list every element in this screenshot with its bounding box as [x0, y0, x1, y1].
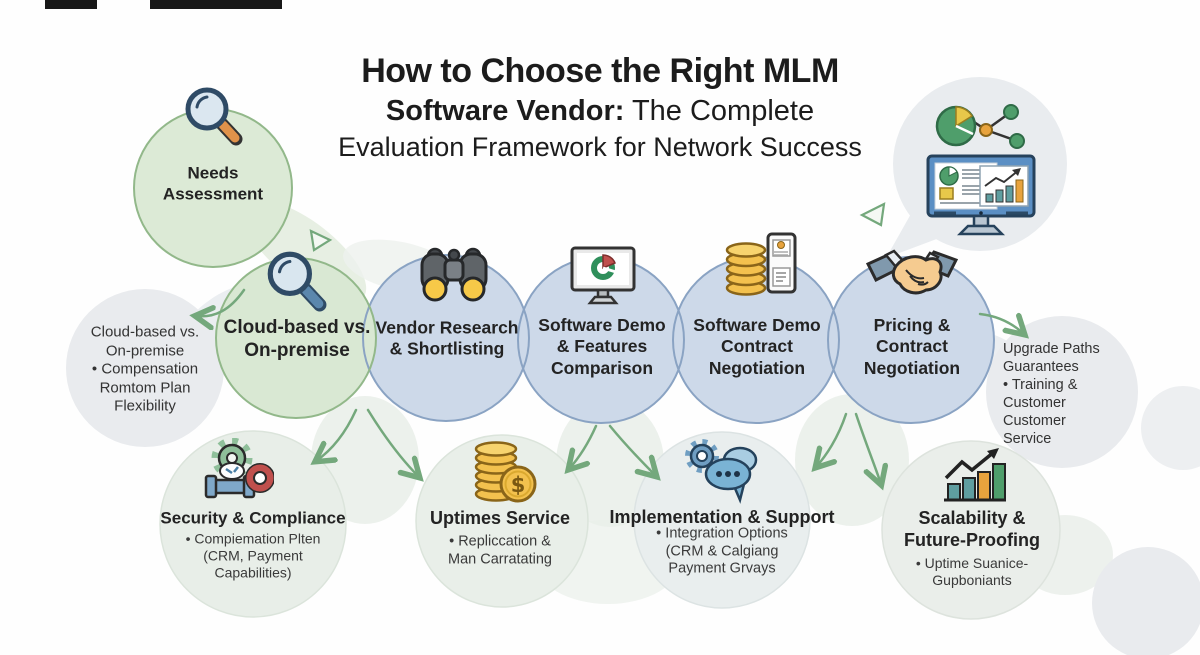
criteria-title-security: Security & Compliance	[160, 508, 346, 528]
title-line-1: How to Choose the Right MLM	[361, 52, 839, 90]
arrow-to-uptime-l	[366, 408, 419, 477]
arrow-to-left-note	[196, 288, 246, 316]
top-edge-artifact-bar	[45, 0, 97, 9]
stage-label-contract: Software Demo Contract Negotiation	[693, 314, 821, 378]
magnifying-glass-icon	[180, 82, 244, 146]
criteria-title-scalability: Scalability & Future-Proofing	[904, 508, 1040, 550]
arrow-to-security	[316, 408, 358, 461]
criteria-detail-security: • Compiemation Plten (CRM, Payment Capab…	[185, 530, 321, 581]
handshake-icon	[866, 246, 958, 304]
criteria-title-implementation: Implementation & Support	[609, 507, 835, 528]
left-note-text: Cloud-based vs. On-premise • Compensatio…	[90, 323, 200, 415]
criteria-detail-implementation: • Integration Options (CRM & Calgiang Pa…	[656, 525, 788, 577]
bubble-left-note	[66, 289, 224, 447]
monitor-donut-chart-icon	[566, 244, 640, 308]
title-line-3: Evaluation Framework for Network Success	[338, 132, 862, 163]
right-note-text: Upgrade Paths Guarantees • Training & Cu…	[1003, 341, 1100, 447]
node-circle-cloud	[216, 258, 376, 418]
stage-label-cloud: Cloud-based vs. On-premise	[223, 316, 371, 361]
stage-node-fills	[134, 109, 994, 423]
coin-stack-phone-icon	[724, 230, 798, 300]
arrow-to-implement-r	[816, 412, 848, 467]
node-circle-needs	[134, 109, 292, 267]
page-title: How to Choose the Right MLM Software Ven…	[280, 50, 920, 165]
node-circle-demo	[518, 257, 684, 423]
arrowhead-bubble-to-pricing	[859, 202, 886, 227]
stage-label-needs: Needs Assessment	[162, 163, 264, 203]
flow-arrows	[196, 202, 1024, 484]
gears-tools-icon	[202, 438, 274, 500]
stage-label-vendor: Vendor Research & Shortlisting	[375, 317, 519, 359]
criteria-title-uptime: Uptimes Service	[429, 508, 571, 529]
title-line-2: Software Vendor: The Complete	[385, 94, 815, 127]
stage-label-pricing: Pricing & Contract Negotiation	[863, 314, 961, 378]
top-edge-artifact-bar	[150, 0, 282, 9]
magnifying-glass-icon	[262, 246, 328, 312]
bubble-right-note	[986, 316, 1138, 468]
arrow-to-scalability	[854, 412, 881, 484]
node-circle-pricing	[828, 257, 994, 423]
gear-chat-bubbles-icon	[678, 434, 762, 504]
arrowhead-needs-to-cloud	[309, 229, 333, 252]
arrow-to-uptime-r	[569, 424, 598, 469]
coin-stack-dollar-icon: $	[470, 438, 538, 504]
growth-bar-chart-icon	[936, 446, 1008, 506]
arrow-to-implement-l	[608, 424, 656, 476]
analytics-dashboard-icon	[922, 100, 1040, 240]
criteria-detail-uptime: • Repliccation & Man Carratating	[448, 533, 552, 567]
arrow-to-right-note	[978, 312, 1024, 334]
stage-label-demo: Software Demo & Features Comparison	[538, 314, 666, 378]
criteria-detail-scalability: • Uptime Suanice- Gupboniants	[915, 554, 1029, 588]
svg-text:$: $	[511, 473, 526, 497]
node-circle-vendor	[363, 255, 529, 421]
binoculars-icon	[414, 246, 494, 304]
node-circle-contract	[673, 257, 839, 423]
